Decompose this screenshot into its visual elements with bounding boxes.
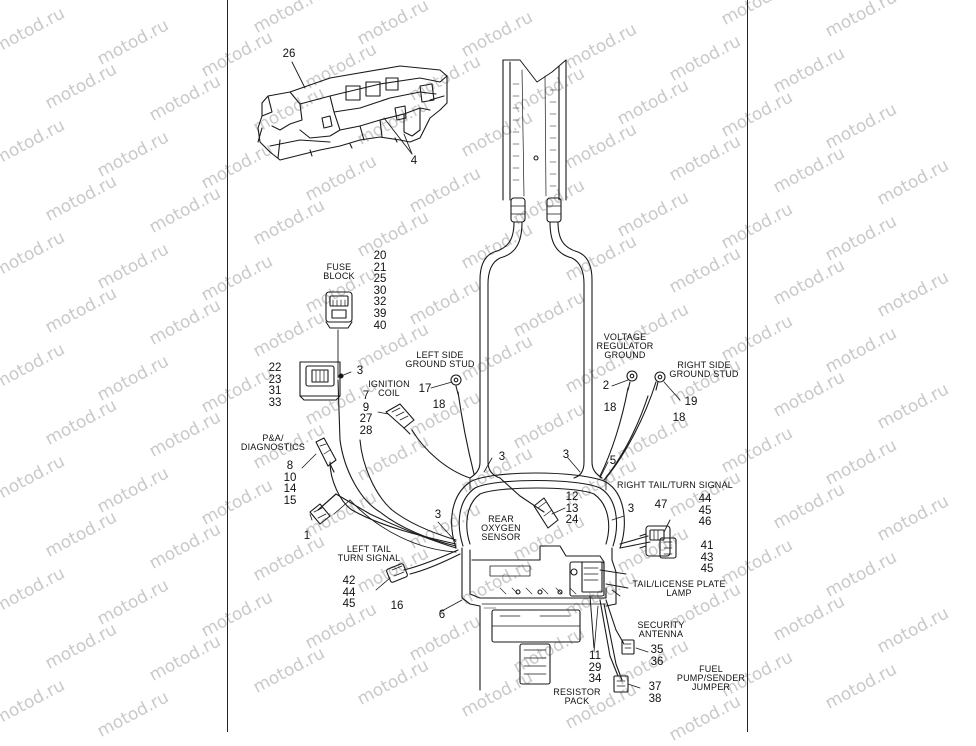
callout-number: 39 [373, 307, 387, 320]
security-antenna-connector [621, 639, 635, 655]
label-pa-diagnostics: P&A/DIAGNOSTICS [240, 433, 306, 452]
callout-number: 20 [373, 250, 387, 262]
callout-number: 36 [650, 655, 664, 668]
callout-3-c: 3 [434, 509, 442, 521]
callout-17: 17 [418, 383, 432, 395]
callout-47: 47 [654, 499, 668, 511]
callout-number: 29 [588, 661, 602, 674]
callout-2: 2 [602, 380, 610, 392]
callout-3-d: 3 [627, 503, 635, 515]
callout-18-right: 18 [672, 412, 686, 424]
callout-number: 14 [283, 483, 297, 496]
callout-number: 45 [342, 598, 356, 611]
callout-leaders [301, 371, 681, 689]
callout-number: 24 [565, 514, 579, 527]
left-turn-signal-connector [386, 563, 408, 583]
callout-3-fuse: 3 [356, 365, 364, 377]
callout-number: 31 [268, 385, 282, 398]
label-right-tail-turn-signal: RIGHT TAIL/TURN SIGNAL [617, 480, 733, 490]
callout-18-left: 18 [432, 399, 446, 411]
callout-number: 22 [268, 362, 282, 374]
callout-number: 46 [698, 516, 712, 529]
callout-number: 21 [373, 261, 387, 274]
voltage-regulator-ground-terminal [626, 370, 638, 391]
rear-oxygen-sensor-connector [533, 497, 559, 529]
callout-number: 15 [283, 494, 297, 507]
caddy-bracket-part-26 [257, 65, 448, 161]
callout-number: 34 [588, 673, 602, 686]
callout-number: 37 [648, 681, 662, 693]
callout-number: 9 [362, 401, 370, 414]
diagram-frame [227, 0, 748, 732]
ignition-coil-connector [385, 403, 415, 435]
callout-number: 12 [565, 491, 579, 503]
callout-number: 41 [700, 540, 714, 552]
callout-number: 45 [698, 504, 712, 517]
callout-number: 44 [342, 586, 356, 599]
callout-1: 1 [303, 530, 311, 542]
callout-number: 43 [700, 551, 714, 564]
callout-number: 10 [283, 471, 297, 484]
callout-number: 33 [268, 396, 282, 409]
left-ground-stud [450, 374, 462, 395]
diagnostics-connector [315, 437, 337, 473]
callout-4: 4 [410, 155, 418, 167]
callout-number: 42 [342, 575, 356, 587]
callout-5: 5 [609, 455, 617, 467]
branch-wires [317, 329, 657, 681]
callout-number: 30 [373, 284, 387, 297]
callout-number: 28 [359, 424, 373, 437]
callout-26: 26 [282, 48, 296, 60]
fuse-block-connector [325, 291, 353, 329]
rear-fender-harness-arc [451, 472, 629, 691]
main-harness-tubes [469, 59, 603, 479]
callout-number: 35 [650, 644, 664, 656]
callout-number: 13 [565, 502, 579, 515]
callout-18-vr: 18 [603, 402, 617, 414]
callout-3-a: 3 [498, 451, 506, 463]
connector-1 [309, 503, 331, 525]
callout-number: 40 [373, 319, 387, 332]
fuse-lower-block [299, 361, 344, 401]
callout-16: 16 [390, 600, 404, 612]
callout-number: 38 [648, 692, 662, 705]
callout-number: 25 [373, 273, 387, 286]
callout-number: 11 [589, 650, 601, 662]
callout-3-b: 3 [562, 449, 570, 461]
callout-number: 27 [359, 413, 373, 426]
callout-number: 45 [700, 563, 714, 576]
right-turn-signal-connectors [639, 519, 677, 559]
callout-number: 7 [362, 390, 370, 402]
callout-6: 6 [438, 609, 446, 621]
callout-number: 32 [373, 296, 387, 309]
callout-number: 44 [698, 493, 712, 505]
callout-number: 8 [286, 460, 294, 472]
callout-19: 19 [684, 396, 698, 408]
callout-number: 23 [268, 373, 282, 386]
right-ground-stud [654, 371, 666, 391]
